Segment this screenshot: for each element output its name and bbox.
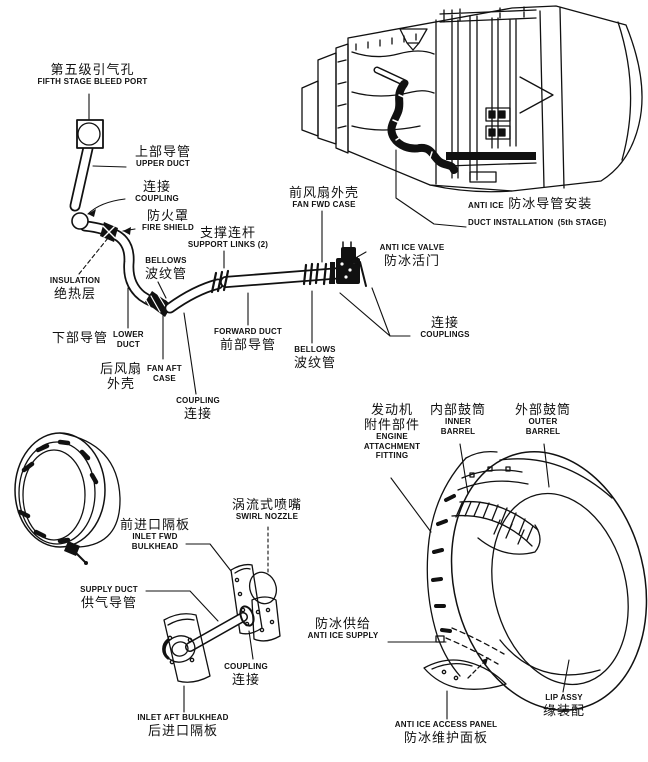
anti-ice-valve-shape [330, 241, 367, 287]
bellows-lower-rings [302, 262, 320, 286]
label-lip-assy: LIP ASSY 缘装配 [542, 693, 585, 718]
inlet-ring-illustration [14, 432, 121, 565]
intake-scoop [399, 28, 428, 51]
label-anti-ice-supply: 防冰供给 ANTI ICE SUPPLY [307, 616, 379, 640]
rim-tabs [17, 439, 99, 544]
label-upper-duct: 上部导管 UPPER DUCT [134, 144, 191, 168]
anti-ice-access-panel-shape [423, 657, 507, 690]
label-anti-ice-access-panel: ANTI ICE ACCESS PANEL 防冰维护面板 [394, 720, 498, 745]
anti-ice-supply-dashes [445, 627, 505, 665]
label-supply-duct: SUPPLY DUCT 供气导管 [80, 585, 138, 610]
supply-duct-assembly-illustration [162, 563, 281, 683]
label-engine-attachment-fitting: 发动机 附件部件 ENGINE ATTACHMENT FITTING [363, 402, 421, 460]
label-swirl-nozzle: 涡流式喷嘴 SWIRL NOZZLE [231, 497, 302, 521]
label-inlet-aft-bulkhead: INLET AFT BULKHEAD 后进口隔板 [137, 713, 229, 738]
coupling-flange [239, 605, 255, 627]
anti-ice-duct-highlight [387, 80, 424, 153]
label-fifth-stage-bleed-port: 第五级引气孔 FIFTH STAGE BLEED PORT [37, 62, 148, 86]
label-coupling-upper: 连接 COUPLING [135, 179, 179, 203]
inner-barrel-band [451, 466, 539, 547]
label-outer-barrel: 外部鼓筒 OUTER BARREL [514, 402, 571, 436]
support-link-rings [210, 269, 230, 294]
label-inner-barrel: 内部鼓筒 INNER BARREL [429, 402, 486, 436]
barrel-rim-tabs [431, 494, 456, 633]
label-fan-fwd-case: 前风扇外壳 FAN FWD CASE [288, 185, 359, 209]
bleed-port-fitting [76, 119, 104, 149]
label-couplings: 连接 COUPLINGS [420, 315, 470, 339]
label-anti-ice-valve: ANTI ICE VALVE 防冰活门 [379, 243, 445, 268]
elbow-joint [71, 212, 89, 230]
label-forward-duct: FORWARD DUCT 前部导管 [213, 327, 283, 352]
engine-nacelle-illustration [301, 5, 643, 193]
label-bellows-upper: BELLOWS 波纹管 [144, 256, 187, 281]
label-coupling-lower: COUPLING 连接 [224, 662, 268, 687]
flow-chevron [519, 76, 554, 114]
fire-shield-wrap [100, 222, 118, 242]
inlet-cowl-illustration [423, 450, 648, 711]
label-fan-aft-case: 后风扇 外壳 FAN AFT CASE [100, 361, 182, 391]
label-fire-shield: 防火罩 FIRE SHIELD [142, 208, 194, 232]
ring-nozzle [64, 541, 88, 565]
label-lower-duct: 下部导管 LOWER DUCT [52, 330, 144, 349]
label-anti-ice-duct-installation: ANTI ICE 防冰导管安装 DUCT INSTALLATION (5th S… [468, 196, 607, 227]
swirl-nozzle-dome [248, 571, 278, 605]
label-support-links: 支撑连杆 SUPPORT LINKS (2) [187, 225, 269, 249]
leader-lines [78, 93, 570, 720]
label-inlet-fwd-bulkhead: 前进口隔板 INLET FWD BULKHEAD [119, 517, 190, 551]
label-coupling-mid: COUPLING 连接 [176, 396, 220, 421]
duct-assembly-illustration [69, 119, 367, 317]
label-bellows-lower: BELLOWS 波纹管 [293, 345, 336, 370]
label-insulation: INSULATION 绝热层 [49, 276, 101, 301]
